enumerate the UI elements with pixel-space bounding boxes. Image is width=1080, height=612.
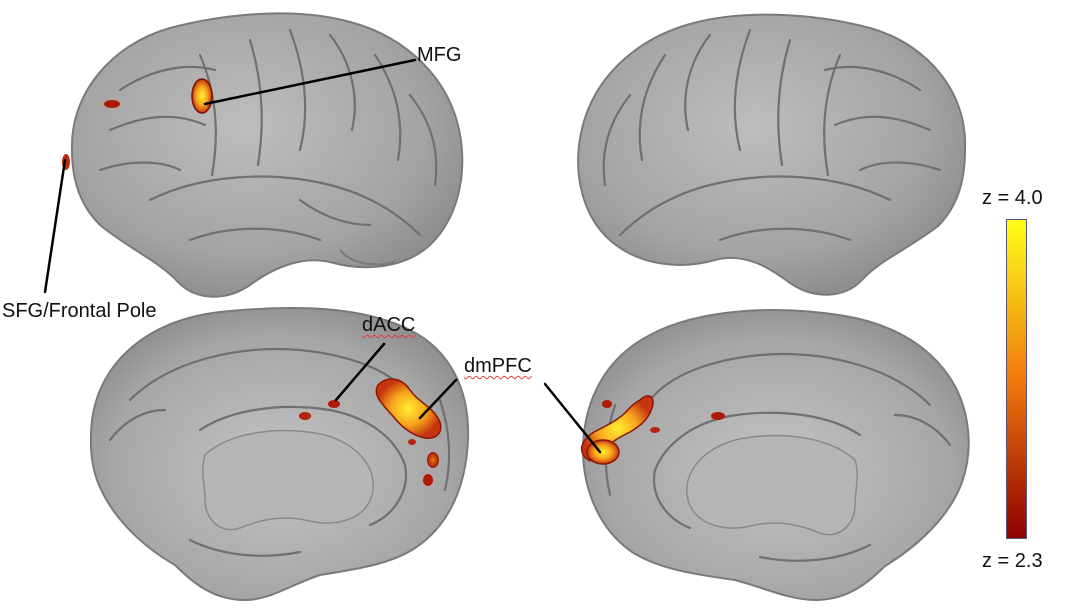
left-corpus-callosum xyxy=(202,429,374,531)
right-medial-hemisphere xyxy=(580,309,970,602)
mfg-label: MFG xyxy=(417,44,462,66)
right-lateral-cortex xyxy=(577,13,967,296)
left-medial-hemisphere xyxy=(89,307,470,602)
dmpfc-callout-line-left xyxy=(418,378,458,420)
left-cerebellum-edge xyxy=(339,249,396,266)
dacc-activation xyxy=(328,400,340,408)
vmpfc-activation-2 xyxy=(423,474,433,486)
colorbar-min-label: z = 2.3 xyxy=(982,550,1043,572)
dacc-callout-line xyxy=(334,342,386,402)
dmpfc-callout-line-right xyxy=(543,382,602,454)
right-medial-activation-2 xyxy=(650,427,660,433)
right-lateral-sulci xyxy=(602,28,942,242)
callout-lines xyxy=(43,58,602,454)
left-lateral-sulci xyxy=(98,28,438,242)
sfg-callout-line xyxy=(43,158,67,294)
vmpfc-activation-3 xyxy=(408,439,416,445)
right-corpus-callosum xyxy=(686,434,858,536)
frontal-activation-small xyxy=(104,100,120,108)
dacc-label: dACC xyxy=(362,314,416,336)
sfg-frontal-pole-label: SFG/Frontal Pole xyxy=(2,300,157,322)
acc-activation-small xyxy=(299,412,311,420)
mfg-callout-line xyxy=(203,58,417,106)
right-lateral-hemisphere xyxy=(577,13,967,296)
colorbar xyxy=(1006,219,1027,539)
left-lateral-hemisphere xyxy=(62,12,464,298)
vmpfc-activation-1 xyxy=(427,452,439,468)
colorbar-max-label: z = 4.0 xyxy=(982,187,1043,209)
right-medial-activation-small xyxy=(602,400,612,408)
right-acc-activation xyxy=(711,412,725,420)
left-lateral-cortex xyxy=(70,12,464,298)
dmpfc-activation-left xyxy=(375,378,442,439)
dmpfc-label: dmPFC xyxy=(464,355,532,377)
mfg-activation xyxy=(191,78,213,114)
